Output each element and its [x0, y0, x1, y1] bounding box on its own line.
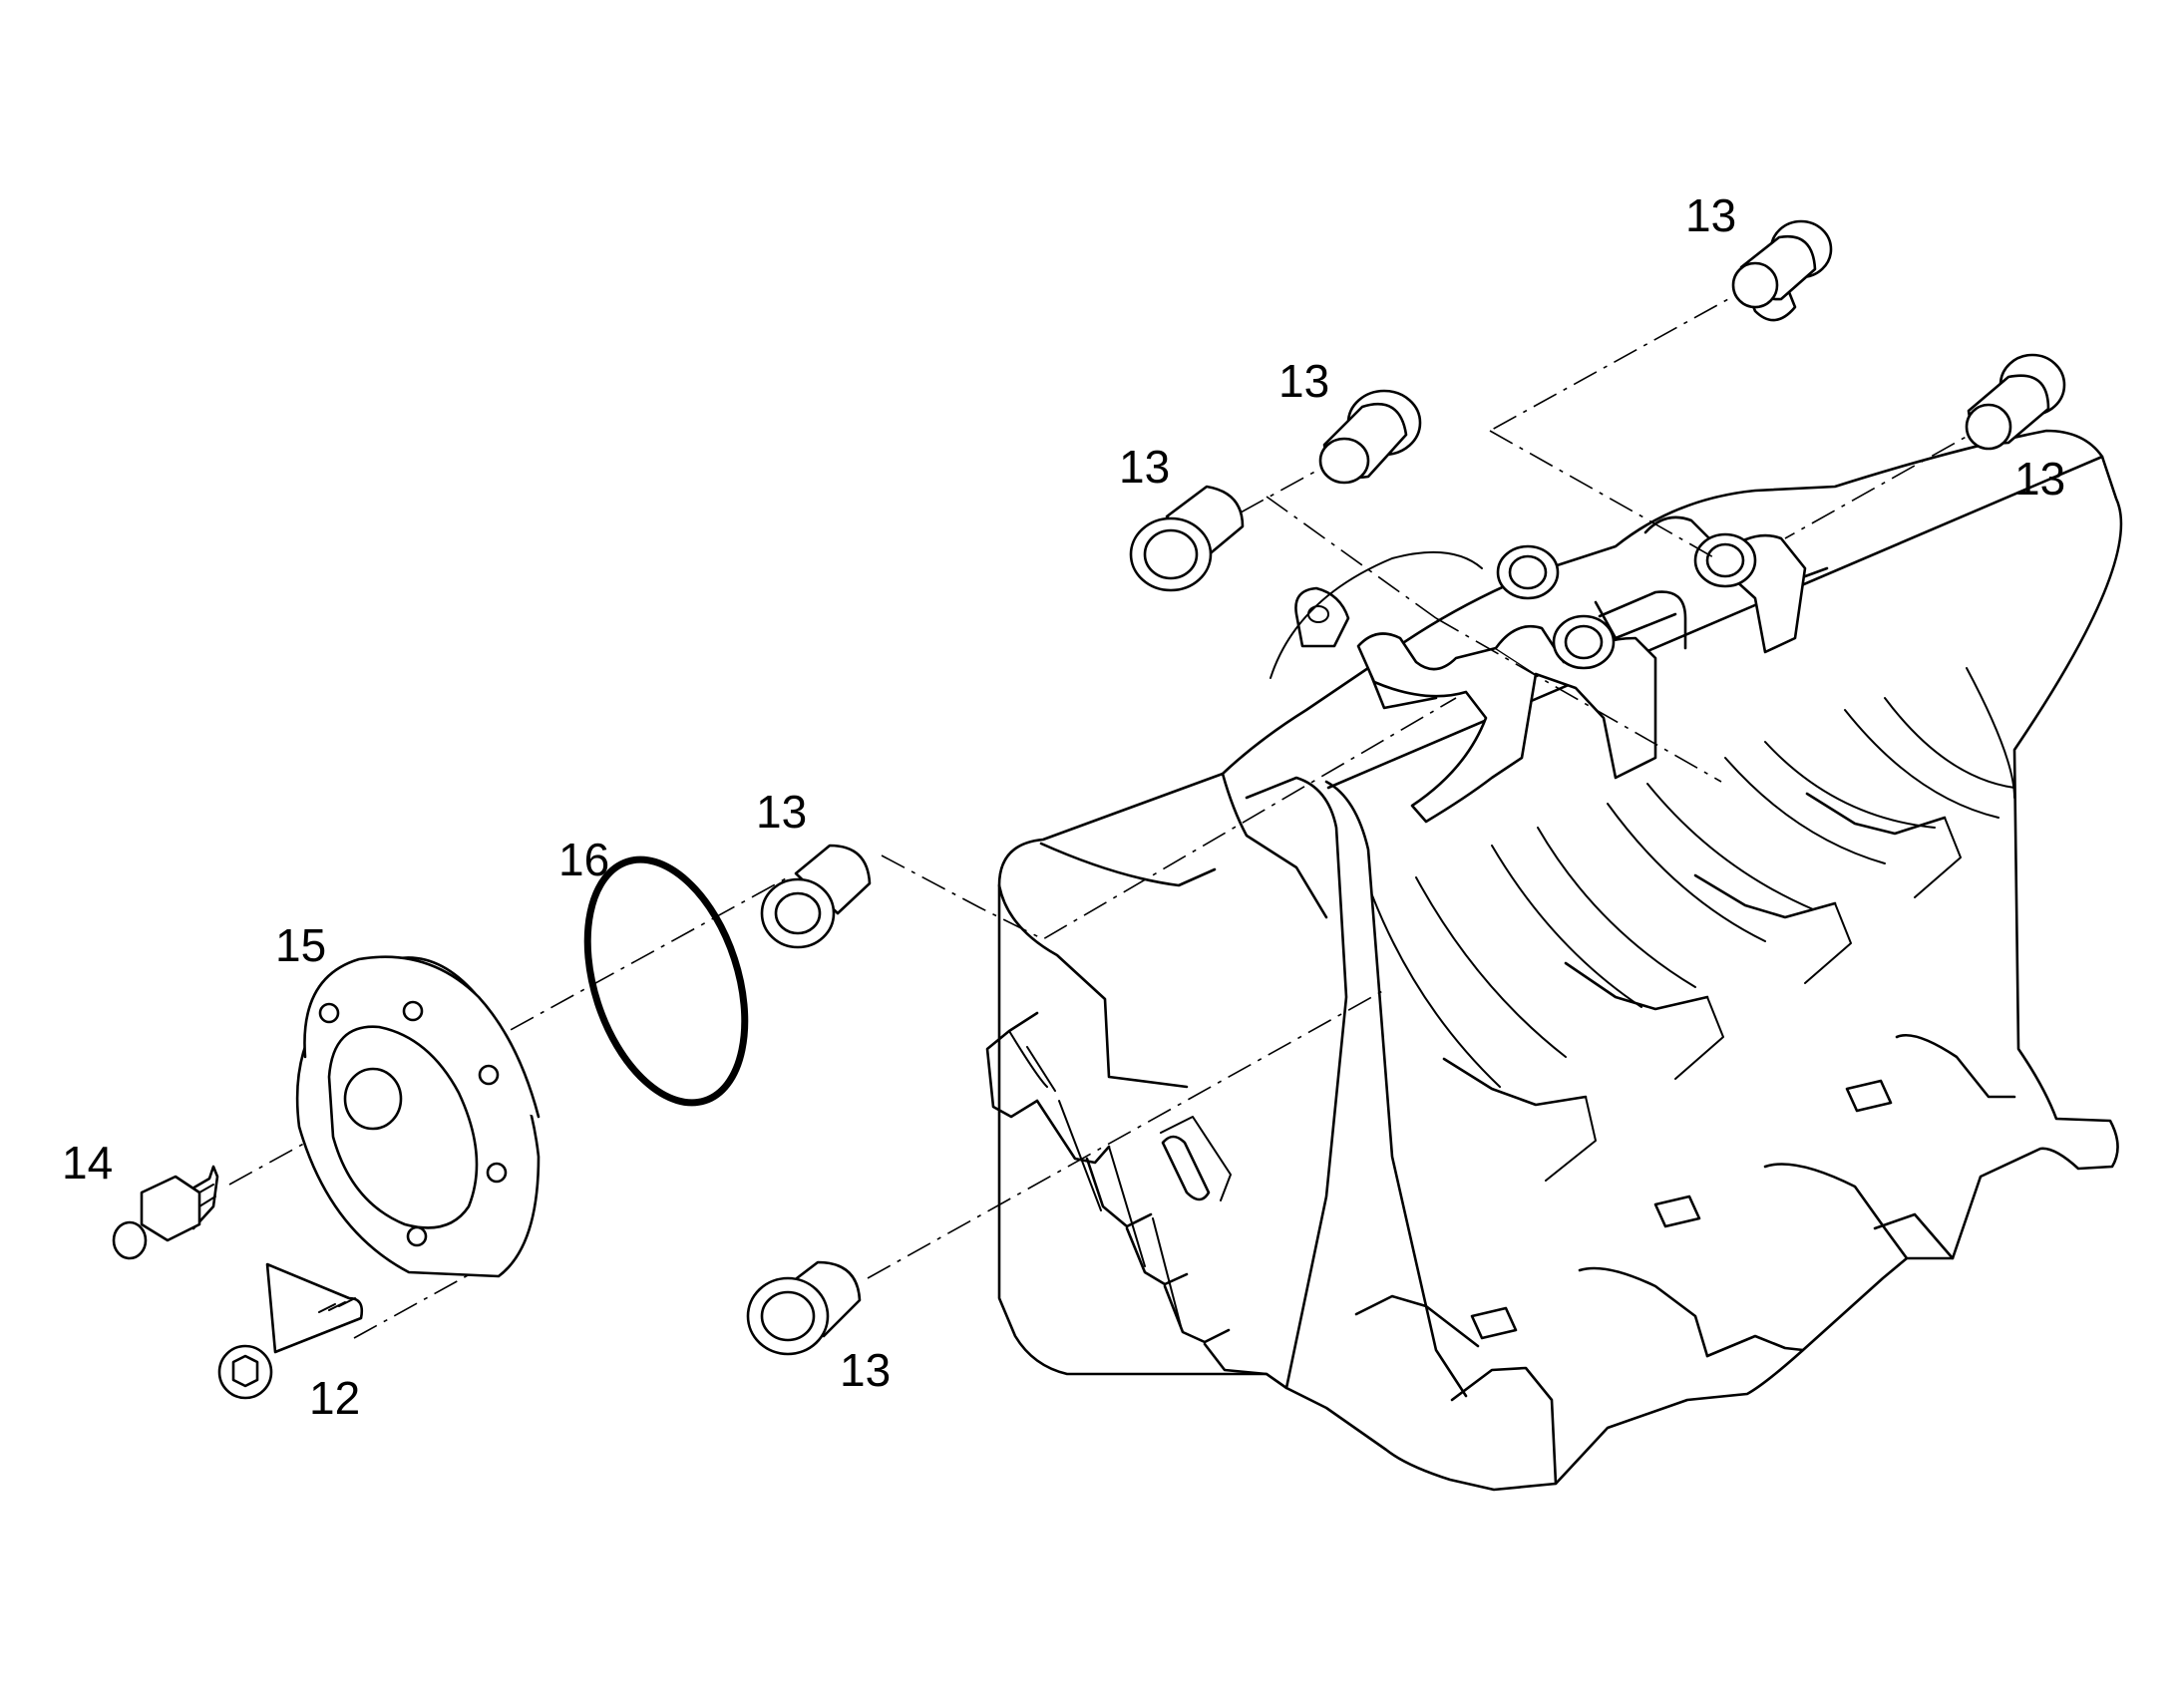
bushing-upper-left [1129, 485, 1245, 592]
callout-labels: 13 13 13 13 13 13 16 15 14 12 [62, 189, 2065, 1424]
bushing-bottom [746, 1260, 862, 1356]
callout-13-upper-mid: 13 [1278, 355, 1329, 407]
cap-screw [217, 1262, 364, 1400]
grease-nipple [112, 1165, 219, 1260]
callout-13-bottom: 13 [840, 1344, 891, 1396]
bushing-upper-mid [1318, 389, 1422, 485]
callout-13-far-right: 13 [2014, 453, 2065, 505]
bucket-body [985, 429, 2123, 1492]
bushing-middle [760, 844, 872, 949]
callout-13-top-right: 13 [1685, 189, 1736, 241]
callout-15: 15 [275, 919, 326, 971]
cover-flange [295, 955, 541, 1278]
callout-12: 12 [309, 1372, 360, 1424]
callout-16: 16 [558, 834, 609, 885]
bushing-top-right [1731, 219, 1833, 322]
pivot-boss-right [1693, 532, 1757, 588]
bushing-far-right [1965, 353, 2066, 451]
pivot-boss-center [1496, 544, 1560, 600]
callout-14: 14 [62, 1137, 113, 1189]
callout-13-middle: 13 [756, 786, 807, 838]
o-ring [583, 855, 749, 1107]
pivot-boss-left [1552, 614, 1616, 670]
callout-13-upper-left: 13 [1119, 441, 1170, 493]
